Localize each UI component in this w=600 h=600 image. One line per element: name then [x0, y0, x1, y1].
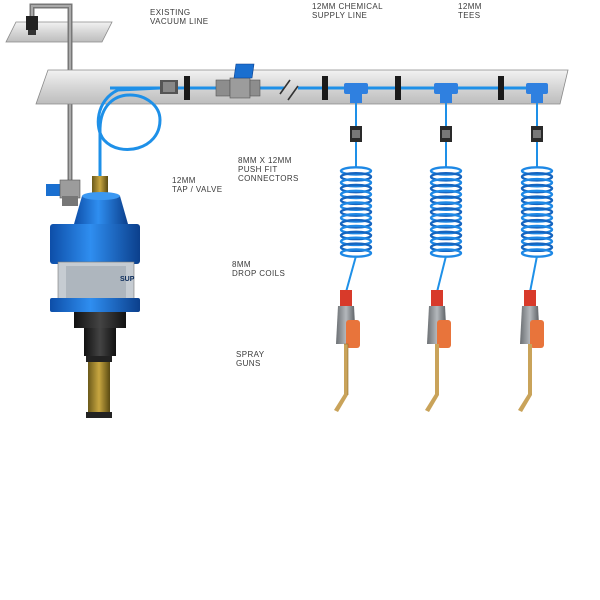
label-line: VACUUM LINE [150, 17, 209, 26]
coil-loop [429, 248, 463, 258]
coil-loop [339, 236, 373, 247]
pipe-break-mark [279, 79, 299, 101]
label-push-fit-connectors: 8MM X 12MM PUSH FIT CONNECTORS [238, 156, 299, 183]
label-line: TAP / VALVE [172, 185, 223, 194]
label-line: DROP COILS [232, 269, 286, 278]
coil-loop [339, 224, 373, 235]
label-line: EXISTING [150, 8, 191, 17]
drop-coil-2 [429, 166, 463, 258]
coil-loop [429, 230, 463, 241]
coil-loop [429, 171, 463, 182]
coil-loop [520, 201, 554, 211]
drop-lines [355, 103, 538, 126]
coil-loop [339, 207, 373, 217]
coil-loop [520, 230, 554, 241]
coil-loop [520, 248, 554, 258]
coil-loop [520, 189, 554, 200]
coil-loop [429, 166, 463, 176]
spray-gun-1 [334, 290, 360, 412]
label-existing-vacuum-line: EXISTING VACUUM LINE [150, 8, 208, 26]
label-tees: 12MM TEES [458, 2, 482, 20]
coil-loop [339, 218, 373, 229]
push-fit-connector-3 [531, 126, 543, 142]
coil-loop [429, 213, 463, 223]
label-line: CONNECTORS [238, 174, 299, 183]
pipe-clips [184, 76, 504, 100]
coil-loop [339, 189, 373, 200]
label-chemical-supply-line: 12MM CHEMICAL SUPPLY LINE [312, 2, 383, 20]
label-line: 12MM CHEMICAL [312, 2, 383, 11]
coil-loop [429, 218, 463, 229]
label-line: PUSH FIT [238, 165, 278, 174]
label-line: 12MM [172, 176, 196, 185]
coil-loop [429, 224, 463, 235]
coil-loop [520, 213, 554, 223]
spray-gun-2 [425, 290, 451, 412]
label-line: 8MM [232, 260, 251, 269]
label-line: SUPPLY LINE [312, 11, 368, 20]
coil-loop [429, 189, 463, 200]
tap-valve-icon [215, 63, 261, 99]
coil-loop [339, 201, 373, 211]
coil-tails [345, 255, 538, 293]
coil-loop [520, 195, 554, 206]
connector-tails [355, 142, 538, 168]
coil-loop [429, 207, 463, 217]
coil-loop [429, 177, 463, 188]
coil-loop [339, 195, 373, 206]
coil-loop [339, 183, 373, 194]
coil-loop [429, 183, 463, 194]
label-spray-guns: SPRAY GUNS [236, 350, 265, 368]
coil-loop [520, 242, 554, 253]
tee-fitting-2 [434, 83, 458, 103]
coil-loop [429, 201, 463, 211]
vacuum-tap-fitting [26, 16, 38, 35]
coil-loop [339, 177, 373, 188]
tee-fitting-3 [526, 83, 548, 103]
inline-connector [160, 80, 178, 94]
coil-loop [339, 166, 373, 176]
coil-loop [520, 171, 554, 182]
pump-outlet-hose [96, 86, 162, 178]
spray-gun-3 [518, 290, 544, 412]
coil-loop [429, 195, 463, 206]
label-line: TEES [458, 11, 481, 20]
pump-brand-label: SUP [120, 276, 135, 283]
label-line: GUNS [236, 359, 261, 368]
coil-loop [520, 224, 554, 235]
label-drop-coils: 8MM DROP COILS [232, 260, 285, 278]
coil-loop [339, 171, 373, 182]
dosing-pump-icon [46, 176, 140, 418]
coil-loop [339, 242, 373, 253]
label-tap-valve: 12MM TAP / VALVE [172, 176, 223, 194]
push-fit-connector-1 [350, 126, 362, 142]
tee-fitting-1 [344, 83, 368, 103]
coil-loop [520, 218, 554, 229]
coil-loop [339, 230, 373, 241]
label-line: 12MM [458, 2, 482, 11]
coil-loop [520, 166, 554, 176]
coil-loop [520, 183, 554, 194]
label-line: 8MM X 12MM [238, 156, 292, 165]
coil-loop [339, 213, 373, 223]
push-fit-connector-2 [440, 126, 452, 142]
drop-coil-3 [520, 166, 554, 258]
coil-loop [429, 242, 463, 253]
coil-loop [520, 236, 554, 247]
coil-loop [339, 248, 373, 258]
coil-loop [520, 207, 554, 217]
drop-coil-1 [339, 166, 373, 258]
coil-loop [429, 236, 463, 247]
coil-loop [520, 177, 554, 188]
label-line: SPRAY [236, 350, 265, 359]
vacuum-line-pipe [5, 21, 113, 43]
